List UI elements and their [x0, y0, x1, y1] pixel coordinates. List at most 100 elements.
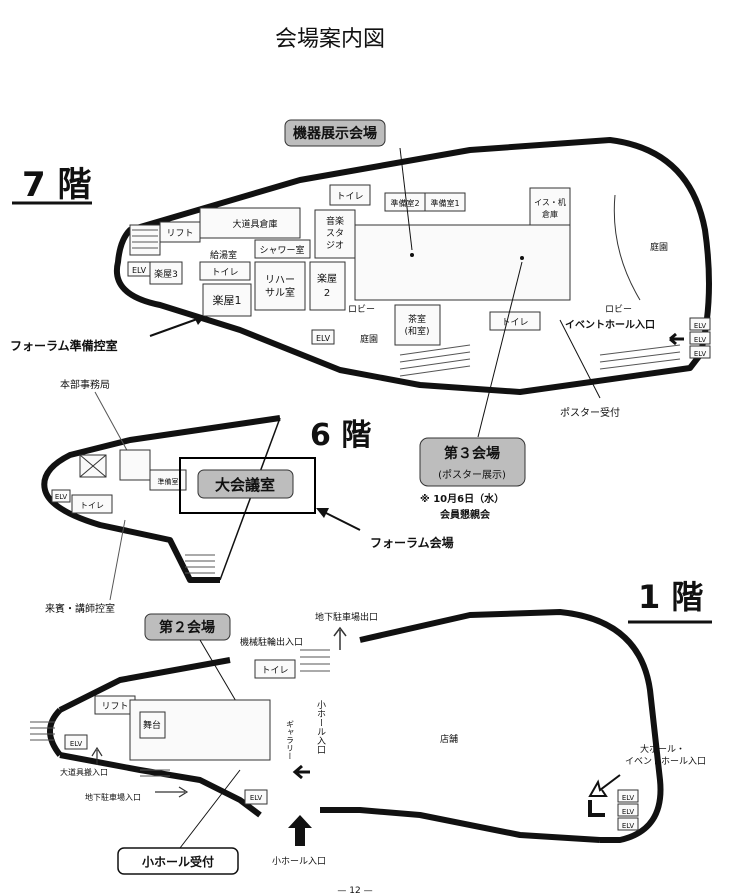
small-hall-reception-box — [117, 847, 239, 875]
toilet-6 — [71, 494, 113, 514]
guest-room-label: 来賓・講師控室 — [45, 602, 115, 615]
svg-text:シャワー室: シャワー室 — [259, 244, 304, 256]
small-hall-entry-vertical: 小ホール入口 — [315, 700, 326, 754]
svg-text:地下駐車場出口: 地下駐車場出口 — [315, 611, 378, 623]
toilet-7-north — [329, 184, 371, 206]
daikaigi-label-box — [197, 469, 294, 499]
gakuya3 — [149, 261, 183, 285]
svg-text:楽屋1: 楽屋1 — [213, 294, 242, 307]
elv-7b — [311, 329, 335, 345]
svg-text:大道具倉庫: 大道具倉庫 — [232, 218, 277, 230]
gallery-label: ギャラリー — [286, 720, 295, 760]
exhibition-hall — [354, 224, 571, 301]
forum-venue-frame — [179, 457, 316, 514]
exhibition-label: 機器展示会場 — [293, 125, 377, 142]
shower-7 — [254, 239, 311, 259]
forum-prep-label: フォーラム準備控室 — [10, 338, 118, 353]
third-venue-sub: (ポスター展示) — [438, 469, 506, 481]
svg-text:ELV: ELV — [694, 322, 707, 330]
svg-text:茶室(和室): 茶室(和室) — [404, 313, 429, 337]
second-venue-label: 第２会場 — [159, 619, 215, 636]
gakuya2-room — [309, 261, 346, 311]
svg-text:ELV: ELV — [250, 794, 263, 802]
svg-text:楽屋2: 楽屋2 — [317, 272, 337, 299]
arrow-up-icon — [91, 746, 103, 765]
stairs-1 — [30, 649, 330, 777]
big-hall-entrance-label: 大ホール・イベントホール入口 — [625, 743, 706, 767]
floor-7-label: 7 階 — [22, 165, 92, 205]
arrow-icon — [316, 508, 329, 518]
svg-text:ELV: ELV — [132, 266, 147, 275]
note-party: 会員懇親会 — [440, 508, 490, 521]
svg-text:トイレ: トイレ — [80, 501, 104, 510]
arrow-right-icon — [155, 786, 189, 798]
toilet-1 — [254, 659, 296, 679]
svg-text:リフト: リフト — [166, 229, 193, 239]
svg-text:ELV: ELV — [55, 493, 68, 501]
stage — [139, 711, 166, 739]
shop-label: 店舗 — [440, 733, 458, 745]
floor-1-outline-north — [47, 609, 664, 843]
rehearsal-room — [254, 261, 306, 311]
svg-text:トイレ: トイレ — [501, 318, 528, 328]
toilet-7-south — [489, 311, 541, 331]
svg-text:ELV: ELV — [70, 740, 83, 748]
junbi-6 — [149, 469, 187, 491]
junbi1-room — [424, 192, 466, 212]
floor-7-plan: 7 階 リフト 大道具倉庫 ELV 楽屋3 給湯室 トイレ シャワー室 楽屋1 … — [10, 119, 712, 419]
underground-entry-label: 地下駐車場入口 — [85, 792, 141, 802]
elv-1-east: ELV ELV ELV — [617, 789, 639, 831]
stairs-7-south — [399, 344, 681, 377]
daikaigi-label: 大会議室 — [215, 476, 275, 494]
svg-text:庭園: 庭園 — [360, 333, 378, 345]
svg-text:舞台: 舞台 — [143, 719, 161, 731]
third-venue-label: 第３会場 — [444, 445, 500, 462]
arrow-up-icon — [333, 626, 347, 650]
floor-6-plan: 6 階 本部事務局 準備室 ELV トイレ 大会議室 来賓・講師控室 フォーラム… — [41, 261, 526, 615]
floor-1-label: 1 階 — [638, 578, 703, 616]
svg-text:音楽スタジオ: 音楽スタジオ — [326, 215, 344, 251]
small-hall-entrance-label: 小ホール入口 — [272, 856, 326, 867]
arrow-up-icon — [288, 815, 312, 846]
note-date: ※ 10月6日（水） — [420, 492, 504, 505]
svg-text:大道具搬入口: 大道具搬入口 — [60, 767, 108, 777]
svg-text:イス・机倉庫: イス・机倉庫 — [534, 197, 566, 219]
bracket-icon — [588, 800, 605, 817]
svg-text:ELV: ELV — [694, 350, 707, 358]
svg-text:ロビー: ロビー — [348, 304, 375, 315]
third-venue-box — [419, 437, 526, 487]
oodougu-7 — [199, 207, 301, 239]
svg-text:機械駐輪出入口: 機械駐輪出入口 — [240, 636, 303, 648]
svg-text:ELV: ELV — [316, 334, 331, 343]
elv-1b — [244, 789, 268, 805]
svg-text:ELV: ELV — [622, 822, 635, 830]
floor-1-outline-south — [59, 752, 601, 843]
svg-text:トイレ: トイレ — [336, 192, 363, 202]
svg-text:トイレ: トイレ — [211, 268, 238, 278]
svg-text:リフト: リフト — [101, 702, 128, 712]
garden-curve — [613, 194, 641, 301]
arrow-icon — [193, 315, 205, 325]
event-hall-entrance-label: イベントホール入口 — [565, 319, 655, 331]
forum-venue-label: フォーラム会場 — [370, 535, 454, 550]
hq-office-label: 本部事務局 — [60, 378, 110, 391]
svg-text:準備室2: 準備室2 — [390, 198, 419, 208]
gakuya1-room — [202, 283, 252, 317]
music-studio — [314, 209, 356, 259]
arrow-left-icon — [669, 332, 684, 346]
svg-text:リハーサル室: リハーサル室 — [265, 275, 295, 299]
svg-text:楽屋3: 楽屋3 — [154, 268, 178, 280]
hq-room — [119, 449, 151, 481]
svg-text:ロビー: ロビー — [605, 304, 632, 315]
toilet-7 — [199, 261, 251, 281]
svg-text:給湯室: 給湯室 — [210, 249, 237, 261]
floor-1-plan: 1 階 第２会場 機械駐輪出入口 地下駐車場出口 リフト 舞台 トイレ ELV … — [30, 578, 712, 896]
arrow-icon — [588, 774, 621, 797]
svg-text:トイレ: トイレ — [261, 666, 288, 676]
poster-reception-label: ポスター受付 — [560, 406, 620, 419]
small-hall-reception-label: 小ホール受付 — [142, 854, 214, 869]
svg-text:準備室1: 準備室1 — [430, 198, 459, 208]
floor-6-label: 6 階 — [310, 418, 371, 453]
svg-text:準備室: 準備室 — [158, 477, 179, 486]
